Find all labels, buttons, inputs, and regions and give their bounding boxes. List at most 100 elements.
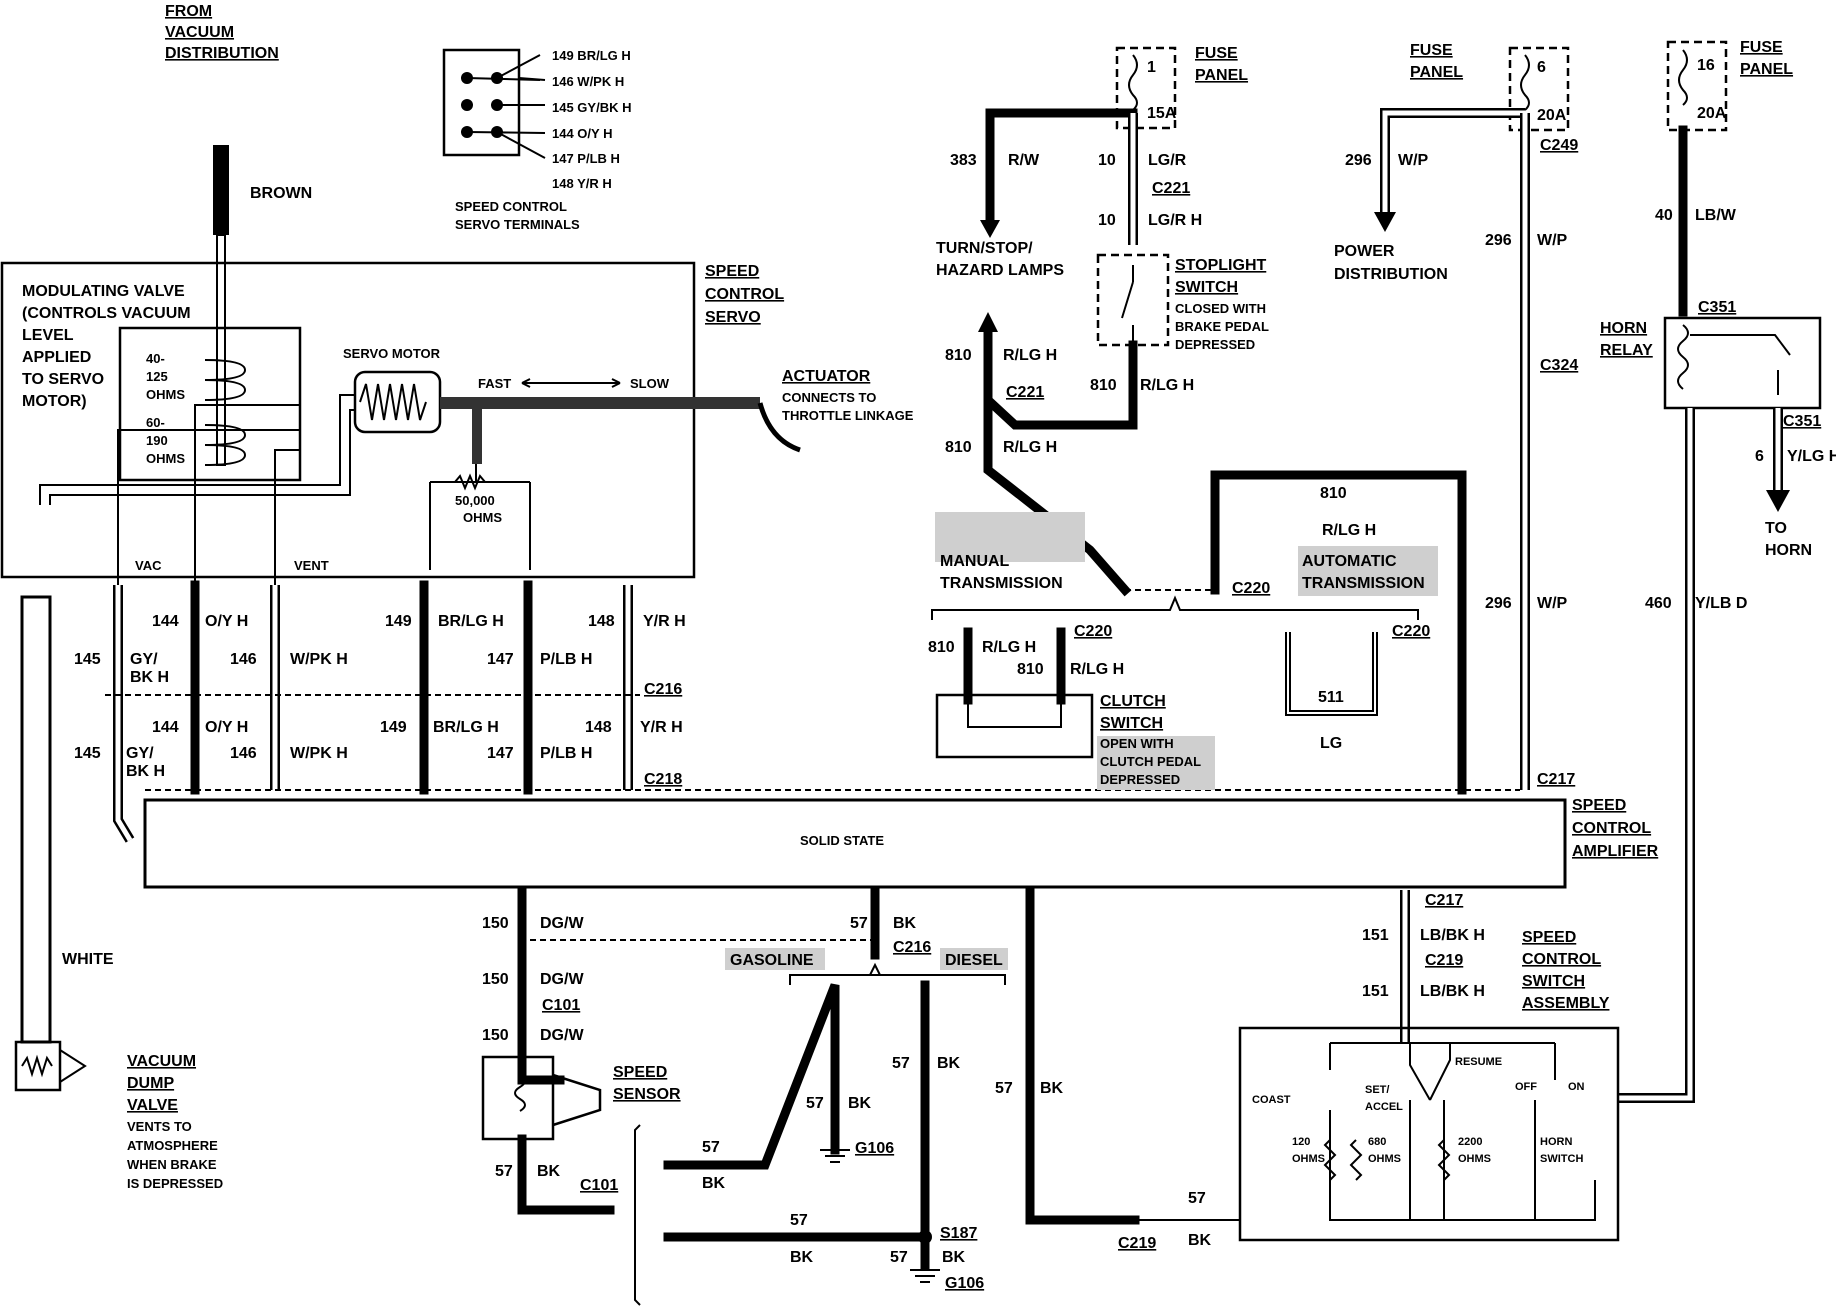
diesel-shade [940,948,1008,970]
vacuum-dump-sub-3: WHEN BRAKE [127,1157,217,1172]
fuse-16-title-2: PANEL [1740,61,1793,78]
fuse-16-icon [1678,49,1688,106]
wire-511-loop [1285,632,1378,716]
wire-label-dgw-b: DG/W [540,971,584,988]
auto-trans-2: TRANSMISSION [1302,575,1425,592]
modulating-valve-line4: APPLIED [22,349,91,366]
power-dist-1: POWER [1334,243,1395,260]
auto-trans-1: AUTOMATIC [1302,553,1397,570]
wire-label-gy-top: GY/ [130,651,158,668]
wire-label-148-top: 148 [588,613,615,630]
amplifier-title-3: AMPLIFIER [1572,843,1659,860]
wire-label-148-bot: 148 [585,719,612,736]
c351a-connector: C351 [1698,299,1736,316]
wire-label-57g: 57 [890,1249,908,1266]
wire-label-rlgh-f: R/LG H [1070,661,1124,678]
pin-147: 147 P/LB H [552,151,620,166]
wire-57-gasoline [663,983,840,1170]
ground-g106a-icon [820,1149,850,1163]
wire-label-145-top: 145 [74,651,101,668]
wire-label-40: 40 [1655,207,1673,224]
wire-label-rlgh-b: R/LG H [1140,377,1194,394]
fuse-1-amps: 15A [1147,105,1177,122]
wire-label-bk-a: BK [893,915,917,932]
speed-sensor-title-2: SENSOR [613,1086,681,1103]
manual-trans-1: MANUAL [940,553,1010,570]
clutch-sub-2: CLUTCH PEDAL [1100,754,1201,769]
wire-label-bk-h: BK [1040,1080,1064,1097]
stoplight-title-1: STOPLIGHT [1175,257,1266,274]
wire-383 [985,108,1138,227]
c101-brace [634,1124,641,1306]
ohms-b-1: 60- [146,415,165,430]
stoplight-up-arrow-icon [978,312,998,332]
c101a-connector: C101 [542,997,580,1014]
speed-sensor-nozzle [552,1073,602,1127]
wire-label-dgw-a: DG/W [540,915,584,932]
switch-asm-resistors-icon [1323,1139,1451,1181]
wire-label-147-top: 147 [487,651,514,668]
horn-relay-title-2: RELAY [1600,342,1653,359]
wire-label-147-bot: 147 [487,745,514,762]
wire-label-yrh-bot: Y/R H [640,719,683,736]
modulating-valve-line1: MODULATING VALVE [22,283,185,300]
wire-label-brlgh-bot: BR/LG H [433,719,499,736]
c217-lower-connector: C217 [1425,892,1463,909]
fuse-6-title-1: FUSE [1410,42,1453,59]
actuator-title: ACTUATOR [782,368,871,385]
wire-label-wpkh-top: W/PK H [290,651,348,668]
c220a-connector: C220 [1232,580,1270,597]
servo-motor-label: SERVO MOTOR [343,346,441,361]
turn-stop-2: HAZARD LAMPS [936,262,1064,279]
c220b-connector: C220 [1074,623,1112,640]
to-horn-1: TO [1765,520,1787,537]
actuator-tap [472,409,482,464]
wire-label-150c: 150 [482,1027,509,1044]
servo-internal-hoses [39,394,355,585]
switch-asm-title-2: CONTROL [1522,951,1601,968]
wire-label-bk-c: BK [702,1175,726,1192]
wire-810-auto [1210,470,1467,795]
gasoline-shade [725,948,825,970]
wire-label-plbh-bot: P/LB H [540,745,592,762]
servo-title-3: SERVO [705,309,761,326]
r2200-1: 2200 [1458,1136,1482,1148]
ground-g106b-icon [910,1269,940,1283]
wire-label-57h: 57 [995,1080,1013,1097]
wire-label-lbw: LB/W [1695,207,1737,224]
horn-relay-icon [1677,324,1791,395]
modulating-valve-line3: LEVEL [22,327,74,344]
clutch-sub-1: OPEN WITH [1100,736,1174,751]
pin-146: 146 W/PK H [552,74,624,89]
speed-control-amplifier [143,798,1567,889]
servo-title-2: CONTROL [705,286,784,303]
vacuum-dump-valve-icon [21,1049,87,1083]
vacuum-dump-sub-4: IS DEPRESSED [127,1176,223,1191]
ohms-a-3: OHMS [146,387,185,402]
fuse-1-num: 1 [1147,59,1156,76]
wire-label-wp-b: W/P [1537,232,1568,249]
ohms-a-1: 40- [146,351,165,366]
c220c-connector: C220 [1392,623,1430,640]
c249-connector: C249 [1540,137,1578,154]
wire-label-dgw-c: DG/W [540,1027,584,1044]
r680-1: 680 [1368,1136,1386,1148]
fuse-6-panel [1508,46,1570,132]
ohms-50k-2: OHMS [463,510,502,525]
vac-label: VAC [135,558,162,573]
wire-label-146-top: 146 [230,651,257,668]
servo-wire-labels: 144 O/Y H 146 W/PK H 149 BR/LG H 147 P/L… [74,613,686,788]
wire-label-bkh-bot: BK H [126,763,165,780]
slow-label: SLOW [630,376,670,391]
wire-label-149-bot: 149 [380,719,407,736]
amplifier-body-label: SOLID STATE [800,833,884,848]
wire-label-oyh-top: O/Y H [205,613,248,630]
actuator-cable [757,402,801,453]
wire-label-149-top: 149 [385,613,412,630]
vacuum-dump-valve-body [14,1040,62,1092]
vacuum-dump-sub-2: ATMOSPHERE [127,1138,218,1153]
wire-label-lgrh: LG/R H [1148,212,1202,229]
stoplight-sub-2: BRAKE PEDAL [1175,319,1269,334]
g106a-ground: G106 [855,1140,894,1157]
clutch-switch-contacts [967,700,1062,728]
